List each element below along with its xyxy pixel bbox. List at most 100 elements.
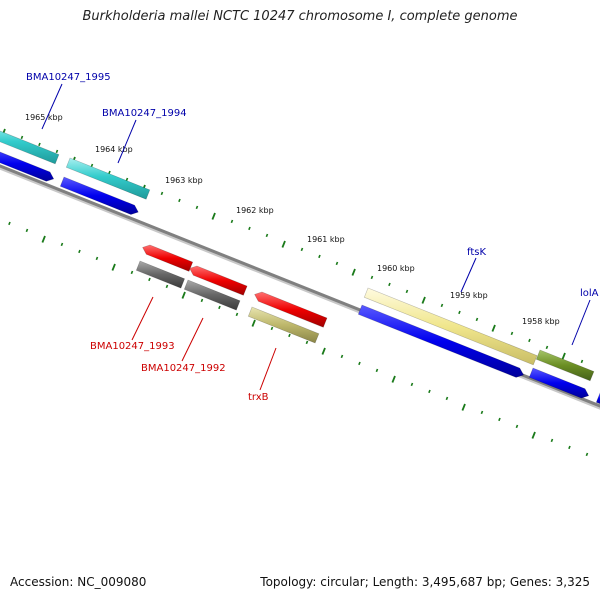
major-tick [281,240,286,248]
minor-tick [248,226,251,231]
major-tick [421,296,426,304]
accession-label: Accession: [10,575,74,589]
minor-tick [428,389,431,394]
minor-tick [148,277,151,282]
minor-tick [265,233,269,238]
major-tick [251,319,256,327]
minor-tick [38,142,41,147]
ruler-label-1963-kbp: 1963 kbp [165,176,203,185]
gene-bar-bma10247-1994 [65,157,151,200]
minor-tick [580,359,584,364]
ruler-label-1964-kbp: 1964 kbp [95,145,133,154]
gene-bar-bma10247-1995 [0,130,60,165]
gene-bar-lola [535,349,595,382]
genes-label: Genes: [509,575,552,589]
minor-tick [568,445,571,450]
major-tick [321,347,326,355]
minor-tick [55,149,59,154]
ruler-label-1958-kbp: 1958 kbp [522,317,560,326]
minor-tick [340,354,344,359]
topology-value: circular [320,575,365,589]
minor-tick [550,438,554,443]
minor-tick [475,317,479,322]
minor-tick [305,340,309,345]
minor-tick [445,396,449,401]
minor-tick [318,254,321,259]
gene-label-ftsk[interactable]: ftsK [467,247,486,258]
ruler-label-1960-kbp: 1960 kbp [377,264,415,273]
leader-line-bma10247-1993 [131,296,154,341]
minor-tick [218,305,221,310]
minor-tick [288,333,291,338]
ruler-label-1959-kbp: 1959 kbp [450,291,488,300]
minor-tick [480,410,484,415]
major-tick [391,375,396,383]
minor-tick [95,256,99,261]
minor-tick [410,382,414,387]
gene-label-bma10247-1993[interactable]: BMA10247_1993 [90,341,175,352]
ruler-label-1961-kbp: 1961 kbp [307,235,345,244]
minor-tick [498,417,501,422]
leader-line-bma10247-1995 [41,83,63,130]
length-value: 3,495,687 bp [421,575,502,589]
cds-arrow-lola [528,367,590,399]
minor-tick [165,284,169,289]
leader-line-lola [571,299,591,346]
map-title: Burkholderia mallei NCTC 10247 chromosom… [82,9,518,24]
minor-tick [300,247,304,252]
minor-tick [510,331,514,336]
minor-tick [375,368,379,373]
major-tick [111,263,116,271]
gene-label-bma10247-1994[interactable]: BMA10247_1994 [102,108,187,119]
minor-tick [585,452,589,457]
ruler-ticks [1,128,589,457]
topology-label: Topology: [260,575,317,589]
length-label: Length: [372,575,419,589]
minor-tick [230,219,234,224]
minor-tick [235,312,239,317]
cds-arrow-ftsk [357,304,525,378]
gene-label-lola[interactable]: lolA [580,288,599,299]
gene-label-bma10247-1992[interactable]: BMA10247_1992 [141,363,226,374]
major-tick [461,403,466,411]
minor-tick [388,282,391,287]
minor-tick [178,198,181,203]
minor-tick [20,135,24,140]
minor-tick [108,170,111,175]
ruler-label-1962-kbp: 1962 kbp [236,206,274,215]
cds-arrow-edge [595,392,600,405]
minor-tick [78,249,81,254]
minor-tick [358,361,361,366]
leader-line-bma10247-1994 [117,119,137,164]
minor-tick [60,242,64,247]
genome-summary: Topology: circular; Length: 3,495,687 bp… [260,575,590,589]
minor-tick [130,270,134,275]
gene-bar-bma10247-1993 [135,260,185,289]
cds-arrow-bma10247-1992 [189,265,248,296]
minor-tick [160,191,164,196]
major-tick [181,291,186,299]
minor-tick [370,275,374,280]
gene-label-trxb[interactable]: trxB [248,392,269,403]
accession-info: Accession: NC_009080 [10,575,146,589]
gene-bar-trxb [247,306,320,344]
minor-tick [335,261,339,266]
ruler-labels: 1965 kbp 1964 kbp 1963 kbp 1962 kbp 1961 kbp… [25,113,560,326]
major-tick [41,235,46,243]
minor-tick [90,163,94,168]
minor-tick [25,228,29,233]
minor-tick [545,345,549,350]
gene-bar-bma10247-1992 [183,279,241,311]
leader-line-trxb [259,347,277,391]
leader-line-bma10247-1992 [181,317,204,362]
cds-arrow-bma10247-1995 [0,151,55,182]
gene-features [0,130,600,405]
gene-label-bma10247-1995[interactable]: BMA10247_1995 [26,72,111,83]
genes-value: 3,325 [555,575,590,589]
minor-tick [458,310,461,315]
ruler-label-1965-kbp: 1965 kbp [25,113,63,122]
minor-tick [195,205,199,210]
accession-value: NC_009080 [77,575,147,589]
minor-tick [528,338,531,343]
